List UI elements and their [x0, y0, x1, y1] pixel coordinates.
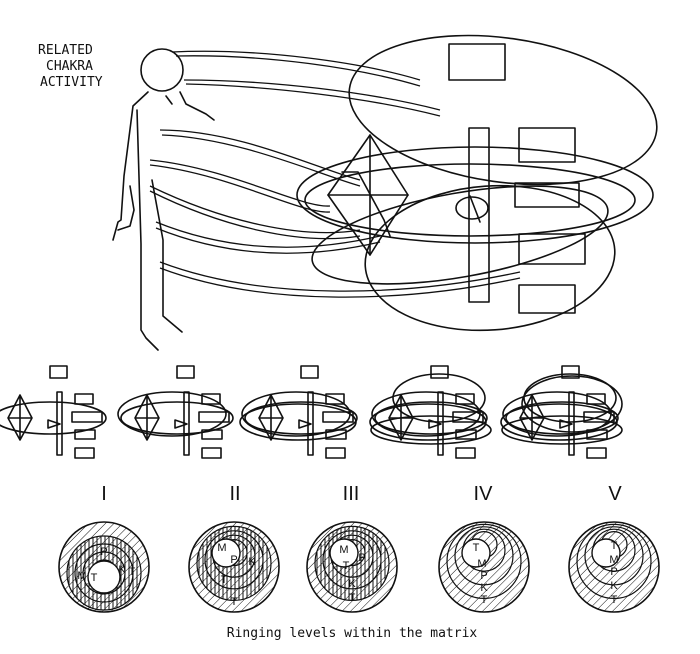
mini-matrix-5	[500, 365, 623, 459]
level-label-i: I	[101, 483, 107, 505]
disc-4-letter-3: P	[480, 570, 487, 582]
disc-2-letter-5: T	[231, 596, 238, 608]
disc-4-letter-5: T	[481, 594, 488, 606]
disc-2-letter-2: P	[230, 554, 237, 566]
heading-line-1: RELATED	[38, 43, 93, 58]
level-label-v: V	[608, 483, 622, 505]
mini-matrix-2	[117, 365, 234, 459]
disc-1-letter-2: M	[77, 570, 86, 582]
heading-line-2: CHAKRA	[46, 59, 93, 74]
disc-5-letter-1: T	[611, 540, 618, 552]
disc-1-letter-4: K	[118, 564, 126, 576]
disc-1-letter-3: T	[91, 572, 98, 584]
caption: Ringing levels within the matrix	[227, 626, 478, 641]
heading-line-3: ACTIVITY	[40, 75, 103, 90]
disc-5-letter-3: P	[610, 566, 617, 578]
disc-4-letter-2: M	[477, 558, 486, 570]
disc-4-letter-1: T	[473, 542, 480, 554]
disc-2-letter-4: T	[221, 574, 228, 586]
disc-1-letter-1: P	[100, 546, 107, 558]
main-matrix	[296, 34, 658, 332]
human-figure	[112, 48, 215, 351]
disc-3-letter-4: K	[348, 578, 356, 590]
mini-matrix-3	[239, 365, 358, 459]
disc-3-letter-3: T	[343, 560, 350, 572]
mini-matrices-row	[0, 365, 623, 459]
disc-5-letter-5: T	[611, 594, 618, 606]
level-label-iv: IV	[474, 483, 494, 505]
level-label-iii: III	[343, 483, 360, 505]
disc-3-letter-5: T	[349, 592, 356, 604]
disc-2-letter-1: M	[217, 542, 226, 554]
disc-3-letter-2: P	[358, 552, 365, 564]
disc-2-letter-3: K	[248, 556, 256, 568]
disc-1-letter-5: T	[129, 566, 136, 578]
level-label-ii: II	[229, 483, 240, 505]
mini-matrix-1	[0, 365, 107, 459]
disc-4-letter-4: K	[480, 582, 488, 594]
energy-strands	[149, 50, 521, 298]
mini-matrix-4	[369, 365, 492, 459]
disc-5-letter-4: K	[610, 580, 618, 592]
disc-3-letter-1: M	[339, 544, 348, 556]
disc-5-letter-2: M	[609, 554, 618, 566]
